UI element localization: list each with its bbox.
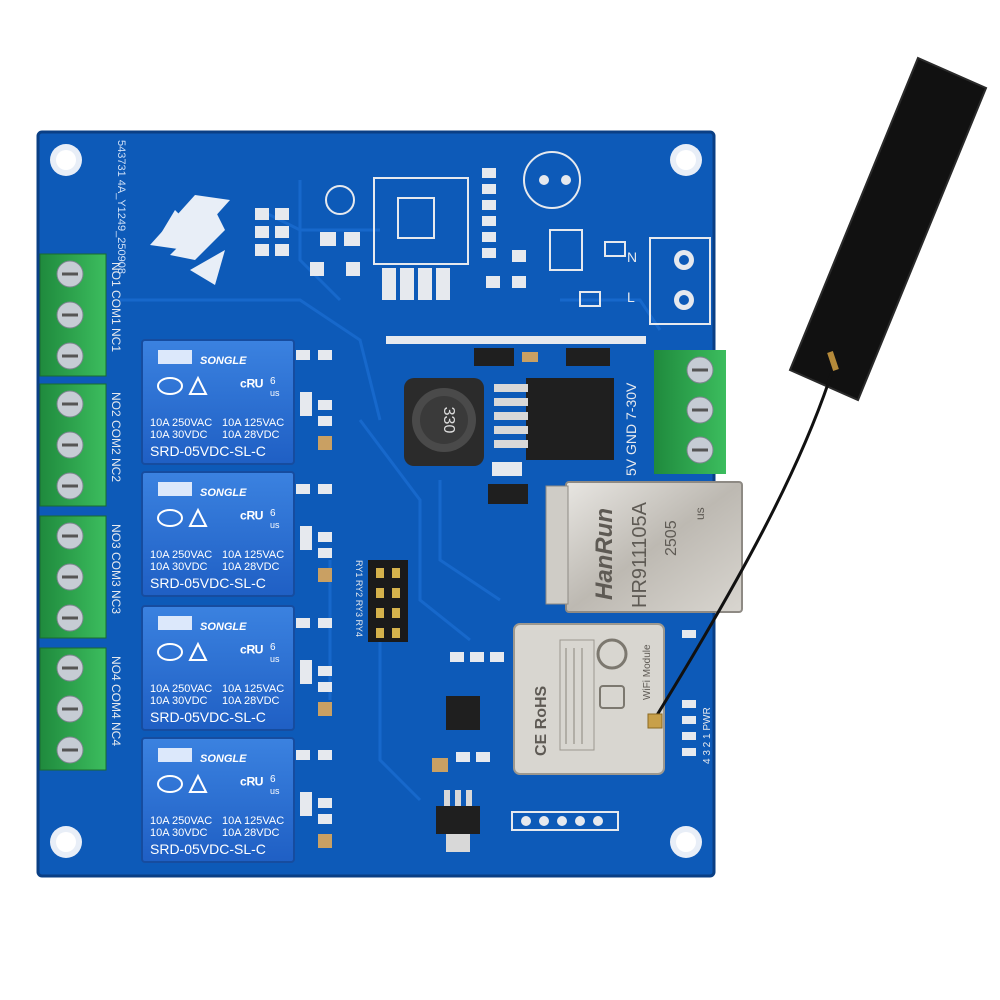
relay-rating-right2: 10A 28VDC xyxy=(222,827,280,839)
warning-triangle-icon xyxy=(188,641,208,661)
songle-logo-icon xyxy=(158,748,192,762)
relay-model: SRD-05VDC-SL-C xyxy=(150,709,266,725)
songle-logo-icon xyxy=(158,482,192,496)
terminal-block-3 xyxy=(39,515,107,639)
ethernet-date: 2505 xyxy=(663,520,680,556)
terminal-label-2: NO2 COM2 NC2 xyxy=(109,392,123,482)
wifi-module-cert: CE RoHS xyxy=(533,685,550,756)
songle-logo-icon xyxy=(158,350,192,364)
relay-brand: SONGLE xyxy=(200,621,247,633)
relay-rating-right: 10A 125VAC xyxy=(222,417,284,429)
cqc-mark-icon xyxy=(157,775,183,793)
wifi-module-title: WiFi Module xyxy=(642,644,653,700)
pin-header: RY1 RY2 RY3 RY4 xyxy=(354,560,408,642)
warning-triangle-icon xyxy=(188,507,208,527)
led-labels: 4 3 2 1 PWR xyxy=(702,707,713,764)
terminal-label-1: NO1 COM1 NC1 xyxy=(109,262,123,352)
relay-brand: SONGLE xyxy=(200,487,247,499)
ethernet-part: HR911105A xyxy=(629,501,651,608)
ul-mark-icon: ᶜᴿᵁ xyxy=(240,774,263,794)
terminal-labels: NO1 COM1 NC1 NO2 COM2 NC2 NO3 COM3 NC3 N… xyxy=(109,262,123,746)
ul-mark-icon: ᶜᴿᵁ xyxy=(240,376,263,396)
terminal-label-4: NO4 COM4 NC4 xyxy=(109,656,123,746)
relay-rating-right2: 10A 28VDC xyxy=(222,695,280,707)
relay-model: SRD-05VDC-SL-C xyxy=(150,841,266,857)
relay-rating-right: 10A 125VAC xyxy=(222,683,284,695)
cqc-mark-icon xyxy=(157,643,183,661)
relay-rating-left: 10A 250VAC xyxy=(150,815,212,827)
power-inductor: 330 xyxy=(404,378,484,466)
dc-input-terminal: 5V GND 7-30V xyxy=(623,350,726,476)
relay-cert-us: us xyxy=(270,786,280,796)
relay-brand: SONGLE xyxy=(200,355,247,367)
ethernet-brand: HanRun xyxy=(591,508,618,600)
smd-pads xyxy=(255,168,526,300)
inductor-marking: 330 xyxy=(440,407,457,434)
relay-rating-left: 10A 250VAC xyxy=(150,683,212,695)
relay-cert-us: us xyxy=(270,654,280,664)
relay-rating-left2: 10A 30VDC xyxy=(150,695,208,707)
ethernet-cert: us xyxy=(693,507,707,520)
ethernet-jack: HanRun HR911105A 2505 us xyxy=(545,481,743,613)
relay-model: SRD-05VDC-SL-C xyxy=(150,443,266,459)
program-header xyxy=(511,811,619,831)
relay-rating-left2: 10A 30VDC xyxy=(150,561,208,573)
relay-cert-us: us xyxy=(270,520,280,530)
relay-rating-right: 10A 125VAC xyxy=(222,815,284,827)
header-labels: RY1 RY2 RY3 RY4 xyxy=(354,560,364,637)
relay-brand: SONGLE xyxy=(200,753,247,765)
relay-cert-mark: 6 xyxy=(270,642,276,653)
relay-rating-right2: 10A 28VDC xyxy=(222,429,280,441)
brand-logo-icon xyxy=(150,195,230,285)
relay-rating-left: 10A 250VAC xyxy=(150,549,212,561)
terminal-block-2 xyxy=(39,383,107,507)
relay-cert-mark: 6 xyxy=(270,508,276,519)
relay-cert-mark: 6 xyxy=(270,774,276,785)
antenna xyxy=(647,56,988,729)
relay-rating-right: 10A 125VAC xyxy=(222,549,284,561)
terminal-blocks xyxy=(39,253,107,771)
ul-mark-icon: ᶜᴿᵁ xyxy=(240,642,263,662)
relay-rating-left2: 10A 30VDC xyxy=(150,429,208,441)
voltage-regulator xyxy=(494,378,614,460)
wifi-module: WiFi Module CE RoHS xyxy=(513,623,665,775)
relay-model: SRD-05VDC-SL-C xyxy=(150,575,266,591)
ac-label-l: L xyxy=(627,289,635,305)
mounting-holes xyxy=(50,144,702,858)
terminal-label-3: NO3 COM3 NC3 xyxy=(109,524,123,614)
terminal-block-4 xyxy=(39,647,107,771)
ldo-regulator xyxy=(436,790,480,852)
misc-chips xyxy=(432,652,504,772)
relay-cert-mark: 6 xyxy=(270,376,276,387)
cqc-mark-icon xyxy=(157,377,183,395)
relay-rating-left: 10A 250VAC xyxy=(150,417,212,429)
relay-cert-us: us xyxy=(270,388,280,398)
cqc-mark-icon xyxy=(157,509,183,527)
warning-triangle-icon xyxy=(188,773,208,793)
dc-input-label: 5V GND 7-30V xyxy=(623,382,639,476)
relay-side-components xyxy=(296,350,332,848)
ul-mark-icon: ᶜᴿᵁ xyxy=(240,508,263,528)
relay-rating-right2: 10A 28VDC xyxy=(222,561,280,573)
terminal-block-1 xyxy=(39,253,107,377)
songle-logo-icon xyxy=(158,616,192,630)
ac-label-n: N xyxy=(627,249,637,265)
smd-components-mid xyxy=(474,348,610,504)
board-serial: 543731 4A_Y1249_250908 xyxy=(115,140,127,274)
led-indicators: 4 3 2 1 PWR xyxy=(682,630,713,764)
relay-rating-left2: 10A 30VDC xyxy=(150,827,208,839)
ic-footprint xyxy=(373,177,469,265)
warning-triangle-icon xyxy=(188,375,208,395)
